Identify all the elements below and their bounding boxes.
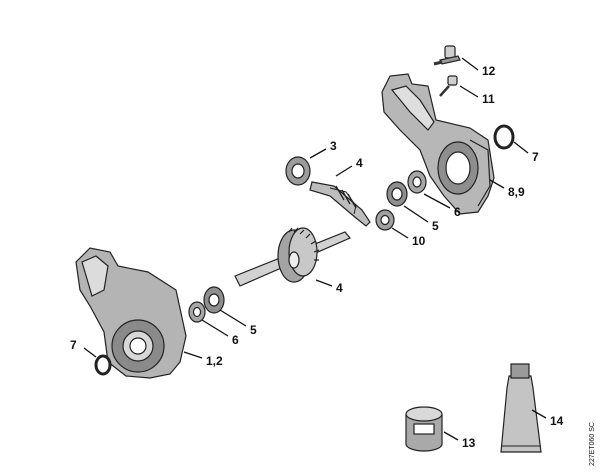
label-11: 11 (482, 92, 495, 106)
grease-tube-14 (500, 363, 542, 453)
bearing-6-lower (188, 301, 206, 323)
bearing-5-lower (203, 286, 225, 314)
label-10: 10 (412, 234, 426, 248)
washer-10 (375, 209, 395, 231)
screw-11 (439, 75, 458, 97)
label-8-9: 8,9 (508, 185, 525, 199)
label-4-upper: 4 (356, 156, 363, 170)
drawing-code: 227ET060 SC (589, 422, 596, 466)
washer-7-lower (94, 354, 112, 376)
washer-7-upper (493, 124, 515, 150)
label-1-2: 1,2 (206, 354, 223, 368)
label-3: 3 (330, 139, 337, 153)
worm-shaft-4 (309, 181, 371, 227)
label-12: 12 (482, 64, 496, 78)
label-5-upper: 5 (432, 219, 439, 233)
gear-housing-lower (75, 247, 187, 379)
label-4-lower: 4 (336, 281, 343, 295)
screw-12 (433, 45, 461, 66)
gear-shaft-4 (234, 227, 351, 287)
seal-3 (285, 156, 311, 186)
label-14: 14 (550, 414, 564, 428)
label-7-upper: 7 (532, 150, 539, 164)
gear-housing-upper (381, 73, 495, 215)
bearing-6-upper (407, 170, 427, 194)
label-5-lower: 5 (250, 323, 257, 337)
grease-tin-13 (405, 406, 443, 452)
label-13: 13 (462, 436, 476, 450)
leader-lines (83, 57, 547, 441)
bearing-5-upper (386, 181, 408, 207)
label-6-lower: 6 (232, 333, 239, 347)
label-6-upper: 6 (454, 205, 461, 219)
label-7-lower: 7 (70, 338, 77, 352)
